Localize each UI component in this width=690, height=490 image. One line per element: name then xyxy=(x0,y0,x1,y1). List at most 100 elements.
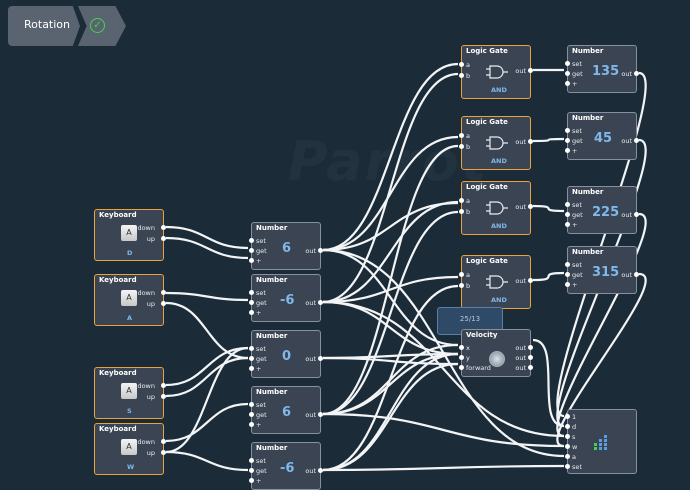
input-port-a[interactable] xyxy=(459,198,464,203)
input-port-a[interactable] xyxy=(459,62,464,67)
output-port-out[interactable] xyxy=(318,300,323,305)
input-port-set[interactable] xyxy=(565,464,570,469)
output-port-out[interactable] xyxy=(318,248,323,253)
input-port-set[interactable] xyxy=(249,346,254,351)
wire xyxy=(165,346,249,454)
wire xyxy=(165,225,249,250)
input-port-a[interactable] xyxy=(565,454,570,459)
input-port-plus[interactable] xyxy=(249,422,254,427)
input-port-d[interactable] xyxy=(565,424,570,429)
output-port-down[interactable] xyxy=(161,383,166,388)
output-port-out[interactable] xyxy=(634,138,639,143)
input-port-set[interactable] xyxy=(565,262,570,267)
input-port-set[interactable] xyxy=(249,402,254,407)
input-port-get[interactable] xyxy=(249,468,254,473)
output-port-out[interactable] xyxy=(528,68,533,73)
key-label: S xyxy=(127,407,132,415)
input-port-set[interactable] xyxy=(249,238,254,243)
output-port-out[interactable] xyxy=(634,212,639,217)
port-out: out xyxy=(305,299,316,307)
key-icon: A xyxy=(121,383,137,399)
input-port-s[interactable] xyxy=(565,434,570,439)
number-node-3[interactable]: Number set get + 0 out xyxy=(249,330,323,378)
input-port-plus[interactable] xyxy=(565,148,570,153)
port-get: get xyxy=(256,467,267,475)
logic-gate-node-2[interactable]: Logic Gate a b AND out xyxy=(459,116,533,170)
number-node-1[interactable]: Number set get + 6 out xyxy=(249,222,323,270)
output-port-up[interactable] xyxy=(161,450,166,455)
breadcrumb-status[interactable]: ✓ xyxy=(78,6,126,46)
port-out: out xyxy=(305,247,316,255)
logic-gate-node-4[interactable]: Logic Gate a b AND out xyxy=(459,255,533,309)
input-port-x[interactable] xyxy=(459,345,464,350)
logic-gate-node-1[interactable]: Logic Gate a b AND out xyxy=(459,45,533,99)
output-port-down[interactable] xyxy=(161,290,166,295)
node-title: Logic Gate xyxy=(466,118,508,126)
input-port-a[interactable] xyxy=(459,133,464,138)
number-node-315[interactable]: Number set get + 315 out xyxy=(565,246,639,294)
keyboard-node-s[interactable]: Keyboard A S down up xyxy=(94,367,166,419)
input-port-1[interactable] xyxy=(565,414,570,419)
output-port-2[interactable] xyxy=(528,355,533,360)
output-port-out[interactable] xyxy=(318,412,323,417)
output-port-out[interactable] xyxy=(634,272,639,277)
output-port-down[interactable] xyxy=(161,439,166,444)
output-port-up[interactable] xyxy=(161,301,166,306)
output-port-out[interactable] xyxy=(528,204,533,209)
output-port-out[interactable] xyxy=(318,356,323,361)
input-port-get[interactable] xyxy=(565,272,570,277)
number-node-225[interactable]: Number set get + 225 out xyxy=(565,186,639,234)
input-port-get[interactable] xyxy=(565,138,570,143)
input-port-get[interactable] xyxy=(249,356,254,361)
input-port-set[interactable] xyxy=(565,61,570,66)
number-node-135[interactable]: Number set get + 135 out xyxy=(565,45,639,93)
output-port-out[interactable] xyxy=(528,278,533,283)
input-port-y[interactable] xyxy=(459,355,464,360)
input-port-set[interactable] xyxy=(565,202,570,207)
breadcrumb-rotation[interactable]: Rotation xyxy=(8,6,80,46)
output-port-out[interactable] xyxy=(528,139,533,144)
input-port-get[interactable] xyxy=(249,248,254,253)
number-node-45[interactable]: Number set get + 45 out xyxy=(565,112,639,160)
output-port-up[interactable] xyxy=(161,236,166,241)
input-port-plus[interactable] xyxy=(249,310,254,315)
input-port-forward[interactable] xyxy=(459,365,464,370)
input-port-set[interactable] xyxy=(249,290,254,295)
input-port-plus[interactable] xyxy=(249,366,254,371)
keyboard-node-a[interactable]: Keyboard A A down up xyxy=(94,274,166,326)
input-port-plus[interactable] xyxy=(249,478,254,483)
input-port-get[interactable] xyxy=(249,412,254,417)
keyboard-node-d[interactable]: Keyboard A D down up xyxy=(94,209,166,261)
keyboard-node-w[interactable]: Keyboard A W down up xyxy=(94,423,166,475)
port-s: s xyxy=(572,433,576,441)
velocity-node[interactable]: Velocity x y forward out out out xyxy=(459,329,533,377)
number-node-2[interactable]: Number set get + -6 out xyxy=(249,274,323,322)
input-port-a[interactable] xyxy=(459,272,464,277)
input-port-get[interactable] xyxy=(249,300,254,305)
input-port-get[interactable] xyxy=(565,212,570,217)
input-port-b[interactable] xyxy=(459,73,464,78)
input-port-set[interactable] xyxy=(249,458,254,463)
input-port-b[interactable] xyxy=(459,144,464,149)
output-port-3[interactable] xyxy=(528,365,533,370)
input-port-w[interactable] xyxy=(565,444,570,449)
logic-gate-node-3[interactable]: Logic Gate a b AND out xyxy=(459,181,533,235)
input-port-plus[interactable] xyxy=(565,222,570,227)
selector-node[interactable]: 1 d s w a set xyxy=(565,409,637,474)
output-port-up[interactable] xyxy=(161,394,166,399)
number-node-5[interactable]: Number set get + -6 out xyxy=(249,442,323,490)
port-plus: + xyxy=(256,477,262,485)
output-port-1[interactable] xyxy=(528,345,533,350)
input-port-b[interactable] xyxy=(459,283,464,288)
input-port-plus[interactable] xyxy=(249,258,254,263)
output-port-out[interactable] xyxy=(318,468,323,473)
input-port-set[interactable] xyxy=(565,128,570,133)
input-port-plus[interactable] xyxy=(565,81,570,86)
input-port-plus[interactable] xyxy=(565,282,570,287)
output-port-down[interactable] xyxy=(161,225,166,230)
number-node-4[interactable]: Number set get + 6 out xyxy=(249,386,323,434)
port-up: up xyxy=(146,235,155,243)
input-port-b[interactable] xyxy=(459,209,464,214)
output-port-out[interactable] xyxy=(634,71,639,76)
input-port-get[interactable] xyxy=(565,71,570,76)
